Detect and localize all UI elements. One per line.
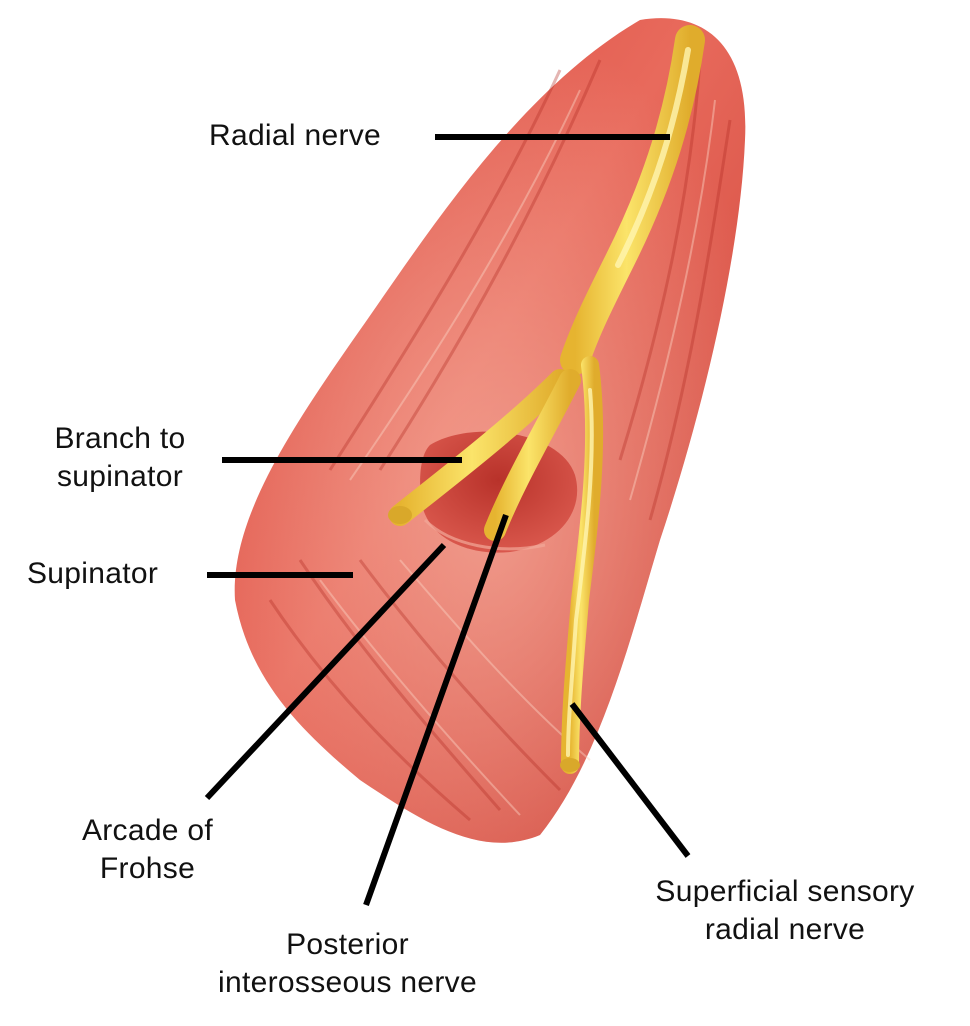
leader-lines xyxy=(204,134,691,907)
label-branch-to-supinator-line1: Branch to xyxy=(54,422,186,455)
label-arcade-line1: Arcade of xyxy=(81,814,214,847)
label-superficial-sensory-radial-nerve: Superficial sensory radial nerve xyxy=(625,873,945,949)
label-supinator-text: Supinator xyxy=(27,557,159,590)
leader-superficial-sensory-radial-nerve xyxy=(569,702,691,858)
leader-arcade-of-frohse xyxy=(204,542,447,801)
label-radial-nerve-text: Radial nerve xyxy=(209,119,382,152)
leader-posterior-interosseous-nerve xyxy=(363,513,509,907)
label-radial-nerve: Radial nerve xyxy=(209,117,381,155)
label-supinator: Supinator xyxy=(27,555,158,593)
label-branch-to-supinator: Branch to supinator xyxy=(30,420,210,496)
label-posterior-interosseous-nerve: Posterior interosseous nerve xyxy=(185,926,510,1002)
label-arcade-of-frohse: Arcade of Frohse xyxy=(55,812,240,888)
label-pin-line1: Posterior xyxy=(286,928,409,961)
label-ssrn-line2: radial nerve xyxy=(704,913,866,946)
label-branch-to-supinator-line2: supinator xyxy=(56,460,184,493)
label-pin-line2: interosseous nerve xyxy=(218,966,477,999)
label-arcade-line2: Frohse xyxy=(99,852,196,885)
nerve-tree xyxy=(388,25,705,774)
label-ssrn-line1: Superficial sensory xyxy=(655,875,915,908)
